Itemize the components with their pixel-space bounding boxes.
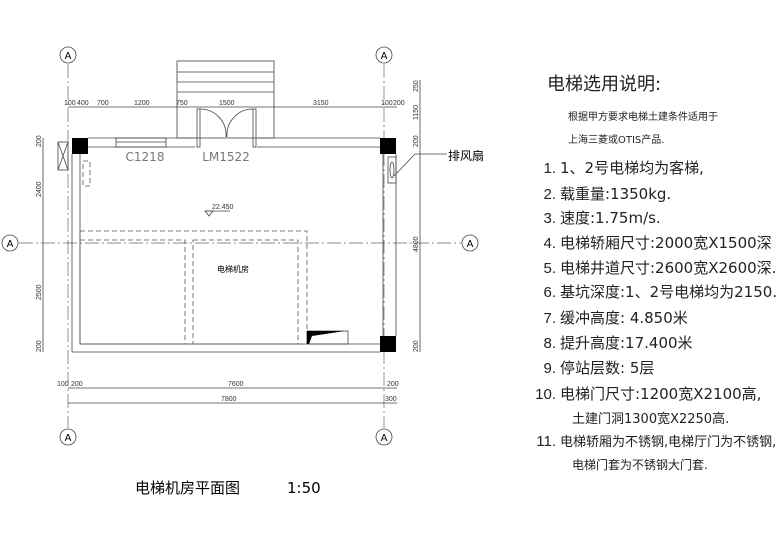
note-item: 9.停站层数: 5层 bbox=[543, 359, 655, 377]
vent-left bbox=[57, 141, 69, 171]
svg-text:1200: 1200 bbox=[134, 100, 150, 107]
window-tag: C1218 bbox=[126, 150, 165, 164]
note-item: 1.1、2号电梯均为客梯, bbox=[543, 159, 704, 177]
window bbox=[115, 137, 167, 148]
svg-text:A: A bbox=[65, 51, 72, 62]
exhaust-fan bbox=[387, 156, 397, 184]
svg-text:A: A bbox=[381, 51, 388, 62]
note-item: 10.电梯门尺寸:1200宽X2100高, bbox=[535, 385, 762, 403]
svg-text:200: 200 bbox=[36, 340, 43, 352]
column bbox=[380, 336, 396, 352]
grid-bubble: A bbox=[59, 46, 77, 64]
note-item: 11.电梯轿厢为不锈钢,电梯厅门为不锈钢, bbox=[536, 433, 777, 450]
note-item-cont: 土建门洞1300宽X2250高. bbox=[572, 412, 730, 427]
notes-intro: 上海三菱或OTIS产品. bbox=[568, 135, 665, 146]
svg-text:A: A bbox=[467, 239, 474, 250]
svg-text:200: 200 bbox=[36, 135, 43, 147]
svg-text:A: A bbox=[7, 239, 14, 250]
svg-text:100: 100 bbox=[381, 100, 393, 107]
room-name: 电梯机房 bbox=[217, 264, 249, 274]
svg-text:1150: 1150 bbox=[413, 105, 420, 120]
note-item: 7.缓冲高度: 4.850米 bbox=[543, 309, 688, 327]
door-tag: LM1522 bbox=[202, 150, 250, 164]
column bbox=[72, 138, 88, 154]
drawing-scale: 1:50 bbox=[287, 479, 321, 497]
note-item: 8.提升高度:17.400米 bbox=[543, 334, 693, 352]
svg-text:1500: 1500 bbox=[219, 100, 235, 107]
svg-text:22.450: 22.450 bbox=[212, 204, 234, 211]
svg-text:A: A bbox=[381, 433, 388, 444]
note-item: 2.载重量:1350kg. bbox=[543, 185, 672, 203]
notes-intro: 根据甲方要求电梯土建条件适用于 bbox=[568, 112, 718, 123]
grid-bubble: A bbox=[59, 428, 77, 446]
note-item: 3.速度:1.75m/s. bbox=[543, 209, 661, 227]
grid-bubble: A bbox=[461, 234, 479, 252]
machine-outline bbox=[79, 239, 186, 345]
vent-duct bbox=[82, 160, 91, 187]
notes-title: 电梯选用说明: bbox=[547, 74, 662, 95]
hatch-mark bbox=[306, 330, 349, 345]
note-item: 6.基坑深度:1、2号电梯均为2150. bbox=[543, 283, 778, 301]
svg-text:200: 200 bbox=[413, 340, 420, 352]
note-item-cont: 电梯门套为不锈钢大门套. bbox=[572, 458, 708, 472]
svg-text:7800: 7800 bbox=[221, 396, 237, 403]
svg-text:400: 400 bbox=[77, 100, 89, 107]
level-mark: 22.450 bbox=[204, 204, 234, 217]
svg-text:2400: 2400 bbox=[36, 181, 43, 197]
stair bbox=[176, 60, 275, 139]
svg-text:4800: 4800 bbox=[413, 236, 420, 252]
walls bbox=[71, 137, 397, 353]
svg-text:200: 200 bbox=[413, 135, 420, 147]
svg-text:100: 100 bbox=[64, 100, 76, 107]
machine-outline bbox=[79, 230, 308, 345]
grid-bubble: A bbox=[375, 428, 393, 446]
svg-text:700: 700 bbox=[97, 100, 109, 107]
svg-text:200: 200 bbox=[393, 100, 405, 107]
column bbox=[380, 138, 396, 154]
svg-text:3150: 3150 bbox=[313, 100, 329, 107]
svg-text:7600: 7600 bbox=[228, 381, 244, 388]
svg-text:200: 200 bbox=[387, 381, 399, 388]
svg-text:750: 750 bbox=[176, 100, 188, 107]
note-item: 4.电梯轿厢尺寸:2000宽X1500深 bbox=[543, 234, 772, 252]
machine-outline bbox=[192, 239, 299, 345]
svg-text:A: A bbox=[65, 433, 72, 444]
svg-text:100: 100 bbox=[57, 381, 69, 388]
svg-text:300: 300 bbox=[385, 396, 397, 403]
left-dimensions: 200 2400 2500 200 bbox=[36, 135, 43, 352]
note-item: 5.电梯井道尺寸:2600宽X2600深. bbox=[543, 259, 777, 277]
grid-bubble: A bbox=[375, 46, 393, 64]
fan-label: 排风扇 bbox=[448, 148, 484, 163]
svg-text:2500: 2500 bbox=[36, 284, 43, 300]
right-dimensions: 250 1150 200 4800 200 bbox=[413, 80, 420, 352]
grid-bubble: A bbox=[1, 234, 19, 252]
svg-text:250: 250 bbox=[413, 80, 420, 92]
svg-text:200: 200 bbox=[71, 381, 83, 388]
drawing-title: 电梯机房平面图 bbox=[135, 479, 240, 497]
double-door bbox=[196, 108, 257, 148]
